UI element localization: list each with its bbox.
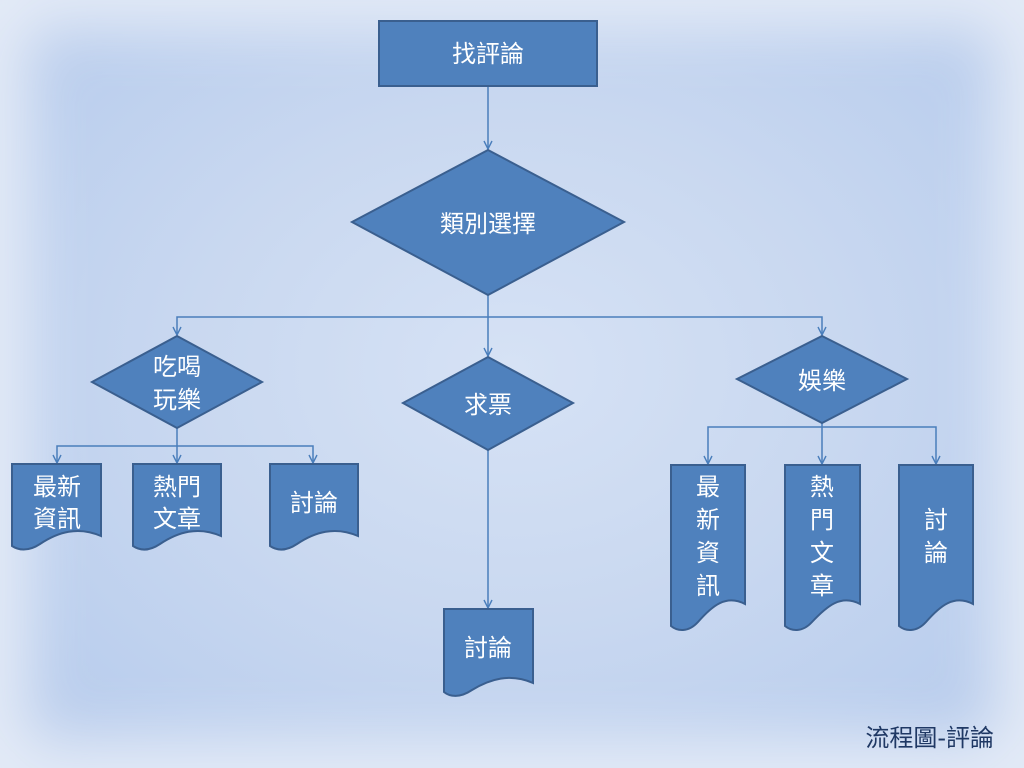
connectors bbox=[57, 86, 936, 608]
entertainment-decision-node: 娛樂 bbox=[734, 334, 910, 425]
ent-news-char4: 訊 bbox=[696, 572, 720, 600]
tickets-decision-node: 求票 bbox=[400, 355, 576, 452]
tickets-discuss-document: 討論 bbox=[443, 608, 534, 697]
ent-hot-char4: 章 bbox=[810, 572, 834, 600]
ent-news-char2: 新 bbox=[696, 506, 720, 534]
tickets-label: 求票 bbox=[464, 391, 512, 419]
ent-hot-char2: 門 bbox=[810, 506, 834, 534]
category-label: 類別選擇 bbox=[440, 210, 536, 238]
food-news-line2: 資訊 bbox=[33, 505, 81, 533]
entertainment-label: 娛樂 bbox=[798, 367, 846, 395]
food-fun-label-line2: 玩樂 bbox=[153, 386, 201, 414]
connector-ent-branches bbox=[708, 423, 823, 464]
ent-hot-document: 熱 門 文 章 bbox=[784, 464, 861, 631]
food-news-line1: 最新 bbox=[33, 473, 81, 501]
ent-news-char1: 最 bbox=[696, 473, 720, 501]
food-hot-line1: 熱門 bbox=[153, 473, 201, 501]
connector-category-to-entertainment bbox=[488, 316, 822, 335]
food-fun-label-line1: 吃喝 bbox=[153, 353, 201, 381]
ent-discuss-char1: 討 bbox=[924, 506, 948, 534]
food-hot-line2: 文章 bbox=[153, 505, 201, 533]
ent-discuss-char2: 論 bbox=[924, 539, 948, 567]
start-process-node: 找評論 bbox=[378, 20, 598, 87]
ent-hot-char3: 文 bbox=[810, 539, 834, 567]
food-fun-decision-node: 吃喝 玩樂 bbox=[89, 334, 265, 430]
connector-food-fun-to-discuss bbox=[177, 445, 313, 463]
food-news-document: 最新 資訊 bbox=[11, 463, 102, 551]
ent-news-char3: 資 bbox=[696, 539, 720, 567]
tickets-discuss-label: 討論 bbox=[464, 634, 512, 662]
slide-caption: 流程圖-評論 bbox=[865, 724, 994, 752]
connector-food-fun-branches bbox=[57, 428, 178, 463]
category-decision-node: 類別選擇 bbox=[349, 148, 627, 297]
start-label: 找評論 bbox=[452, 40, 524, 68]
connector-ent-to-discuss bbox=[822, 426, 936, 464]
ent-news-document: 最 新 資 訊 bbox=[670, 464, 746, 631]
food-discuss-label: 討論 bbox=[290, 489, 338, 517]
food-discuss-document: 討論 bbox=[269, 463, 359, 551]
ent-hot-char1: 熱 bbox=[810, 473, 834, 501]
ent-discuss-document: 討 論 bbox=[898, 464, 974, 631]
connector-category-to-food-fun bbox=[177, 295, 489, 335]
food-hot-document: 熱門 文章 bbox=[132, 463, 222, 551]
